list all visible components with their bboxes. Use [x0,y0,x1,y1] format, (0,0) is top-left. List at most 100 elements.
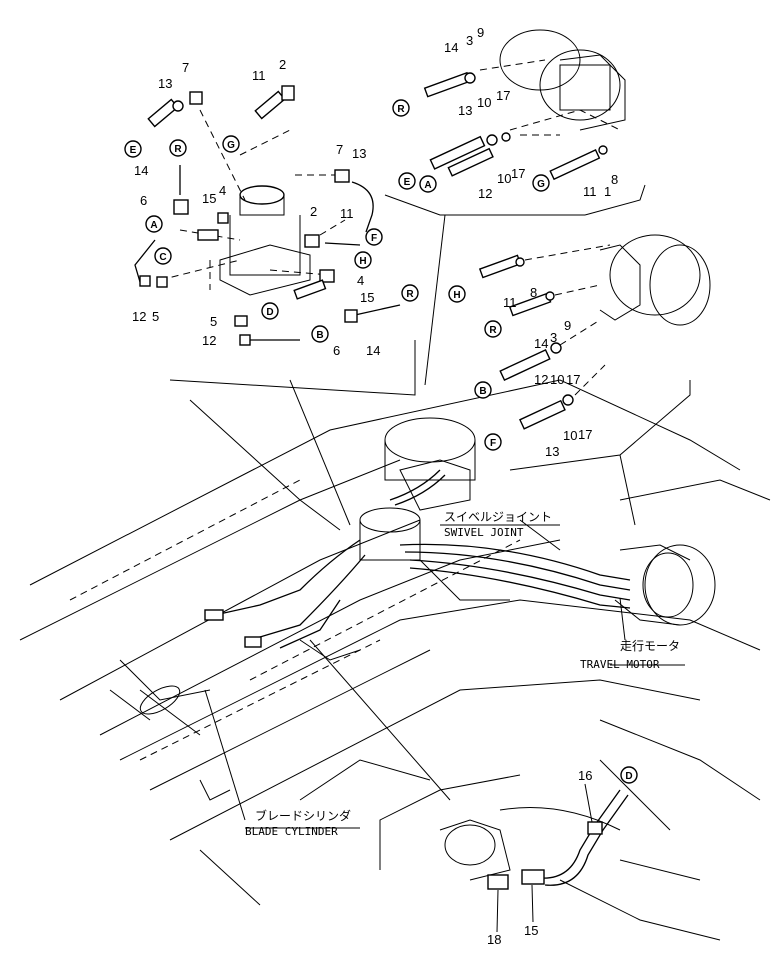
svg-text:R: R [397,104,405,115]
svg-text:A: A [150,220,157,231]
part-number: 3 [466,33,473,48]
connector-marker: D [261,302,279,320]
swivel-joint-label-en: SWIVEL JOINT [444,526,524,539]
part-number: 13 [458,103,472,118]
svg-text:D: D [625,771,632,782]
blade-cylinder-label-jp: ブレードシリンダ [255,808,351,823]
connector-marker: E [124,140,142,158]
part-number: 14 [366,343,380,358]
part-number: 12 [478,186,492,201]
part-number: 18 [487,932,501,947]
part-number: 8 [611,172,618,187]
part-number: 4 [357,273,364,288]
part-number: 11 [503,295,517,310]
part-number: 15 [524,923,538,938]
svg-text:B: B [479,386,486,397]
connector-marker: G [222,135,240,153]
connector-marker: F [365,228,383,246]
part-number: 7 [182,60,189,75]
part-number: 15 [360,290,374,305]
part-number: 3 [550,330,557,345]
part-number: 5 [210,314,217,329]
part-number-labels: 13 7 11 2 14 6 15 4 7 13 2 11 4 15 12 5 … [132,25,618,947]
connector-markers: E R G A C F H D B R R E A G H R B F D [124,99,638,784]
svg-text:G: G [537,179,545,190]
svg-text:E: E [404,177,411,188]
callout-leaders [204,524,685,829]
upper-left-exploded-view [134,85,416,531]
part-number: 9 [477,25,484,40]
connector-marker: R [484,320,502,338]
connector-marker: R [392,99,410,117]
part-number: 17 [511,166,525,181]
blade-cylinder-label-en: BLADE CYLINDER [245,825,338,838]
connector-marker: E [398,172,416,190]
part-number: 14 [444,40,458,55]
svg-text:D: D [266,307,273,318]
travel-motor-label-jp: 走行モータ [620,639,680,653]
part-number: 13 [158,76,172,91]
svg-text:H: H [359,256,366,267]
part-number: 11 [340,206,354,221]
part-number: 12 [534,372,548,387]
hose-bundle [204,469,631,649]
connector-marker: H [354,251,372,269]
connector-marker: A [145,215,163,233]
upper-right-exploded-view [384,29,646,386]
connector-marker: H [448,285,466,303]
part-number: 14 [534,336,548,351]
connector-marker: G [532,174,550,192]
part-number: 2 [279,57,286,72]
svg-text:R: R [174,144,182,155]
chassis-frame [19,379,771,941]
part-number: 17 [566,372,580,387]
swivel-joint-label-jp: スイベルジョイント [444,510,552,524]
part-number: 10 [477,95,491,110]
svg-text:G: G [227,140,235,151]
svg-text:E: E [130,145,137,156]
part-number: 8 [530,285,537,300]
part-number: 13 [545,444,559,459]
part-number: 17 [496,88,510,103]
svg-text:B: B [316,330,323,341]
part-number: 11 [252,68,266,83]
part-number: 16 [578,768,592,783]
part-number: 11 [583,184,597,199]
connector-marker: C [154,247,172,265]
svg-text:H: H [453,290,460,301]
part-number: 10 [497,171,511,186]
connector-marker: A [419,175,437,193]
svg-text:R: R [489,325,497,336]
connector-marker: D [620,766,638,784]
connector-marker: F [484,433,502,451]
connector-marker: B [311,325,329,343]
part-number: 4 [219,183,226,198]
part-number: 10 [563,428,577,443]
part-number: 9 [564,318,571,333]
connector-marker: B [474,381,492,399]
travel-motor-body [614,544,716,626]
part-number: 1 [604,184,611,199]
svg-text:A: A [424,180,431,191]
part-number: 10 [550,372,564,387]
connector-marker: R [169,139,187,157]
part-number: 13 [352,146,366,161]
part-number: 14 [134,163,148,178]
svg-text:F: F [371,233,377,244]
part-number: 15 [202,191,216,206]
travel-motor-label-en: TRAVEL MOTOR [580,658,660,671]
part-number: 5 [152,309,159,324]
part-number: 7 [336,142,343,157]
connector-marker: R [401,284,419,302]
part-number: 12 [132,309,146,324]
svg-text:F: F [490,438,496,449]
part-number: 6 [140,193,147,208]
part-number: 17 [578,427,592,442]
part-number: 2 [310,204,317,219]
part-number: 6 [333,343,340,358]
blade-hose-detail [379,759,701,890]
part-number: 12 [202,333,216,348]
middle-right-exploded-view [478,234,711,526]
svg-text:C: C [159,252,166,263]
